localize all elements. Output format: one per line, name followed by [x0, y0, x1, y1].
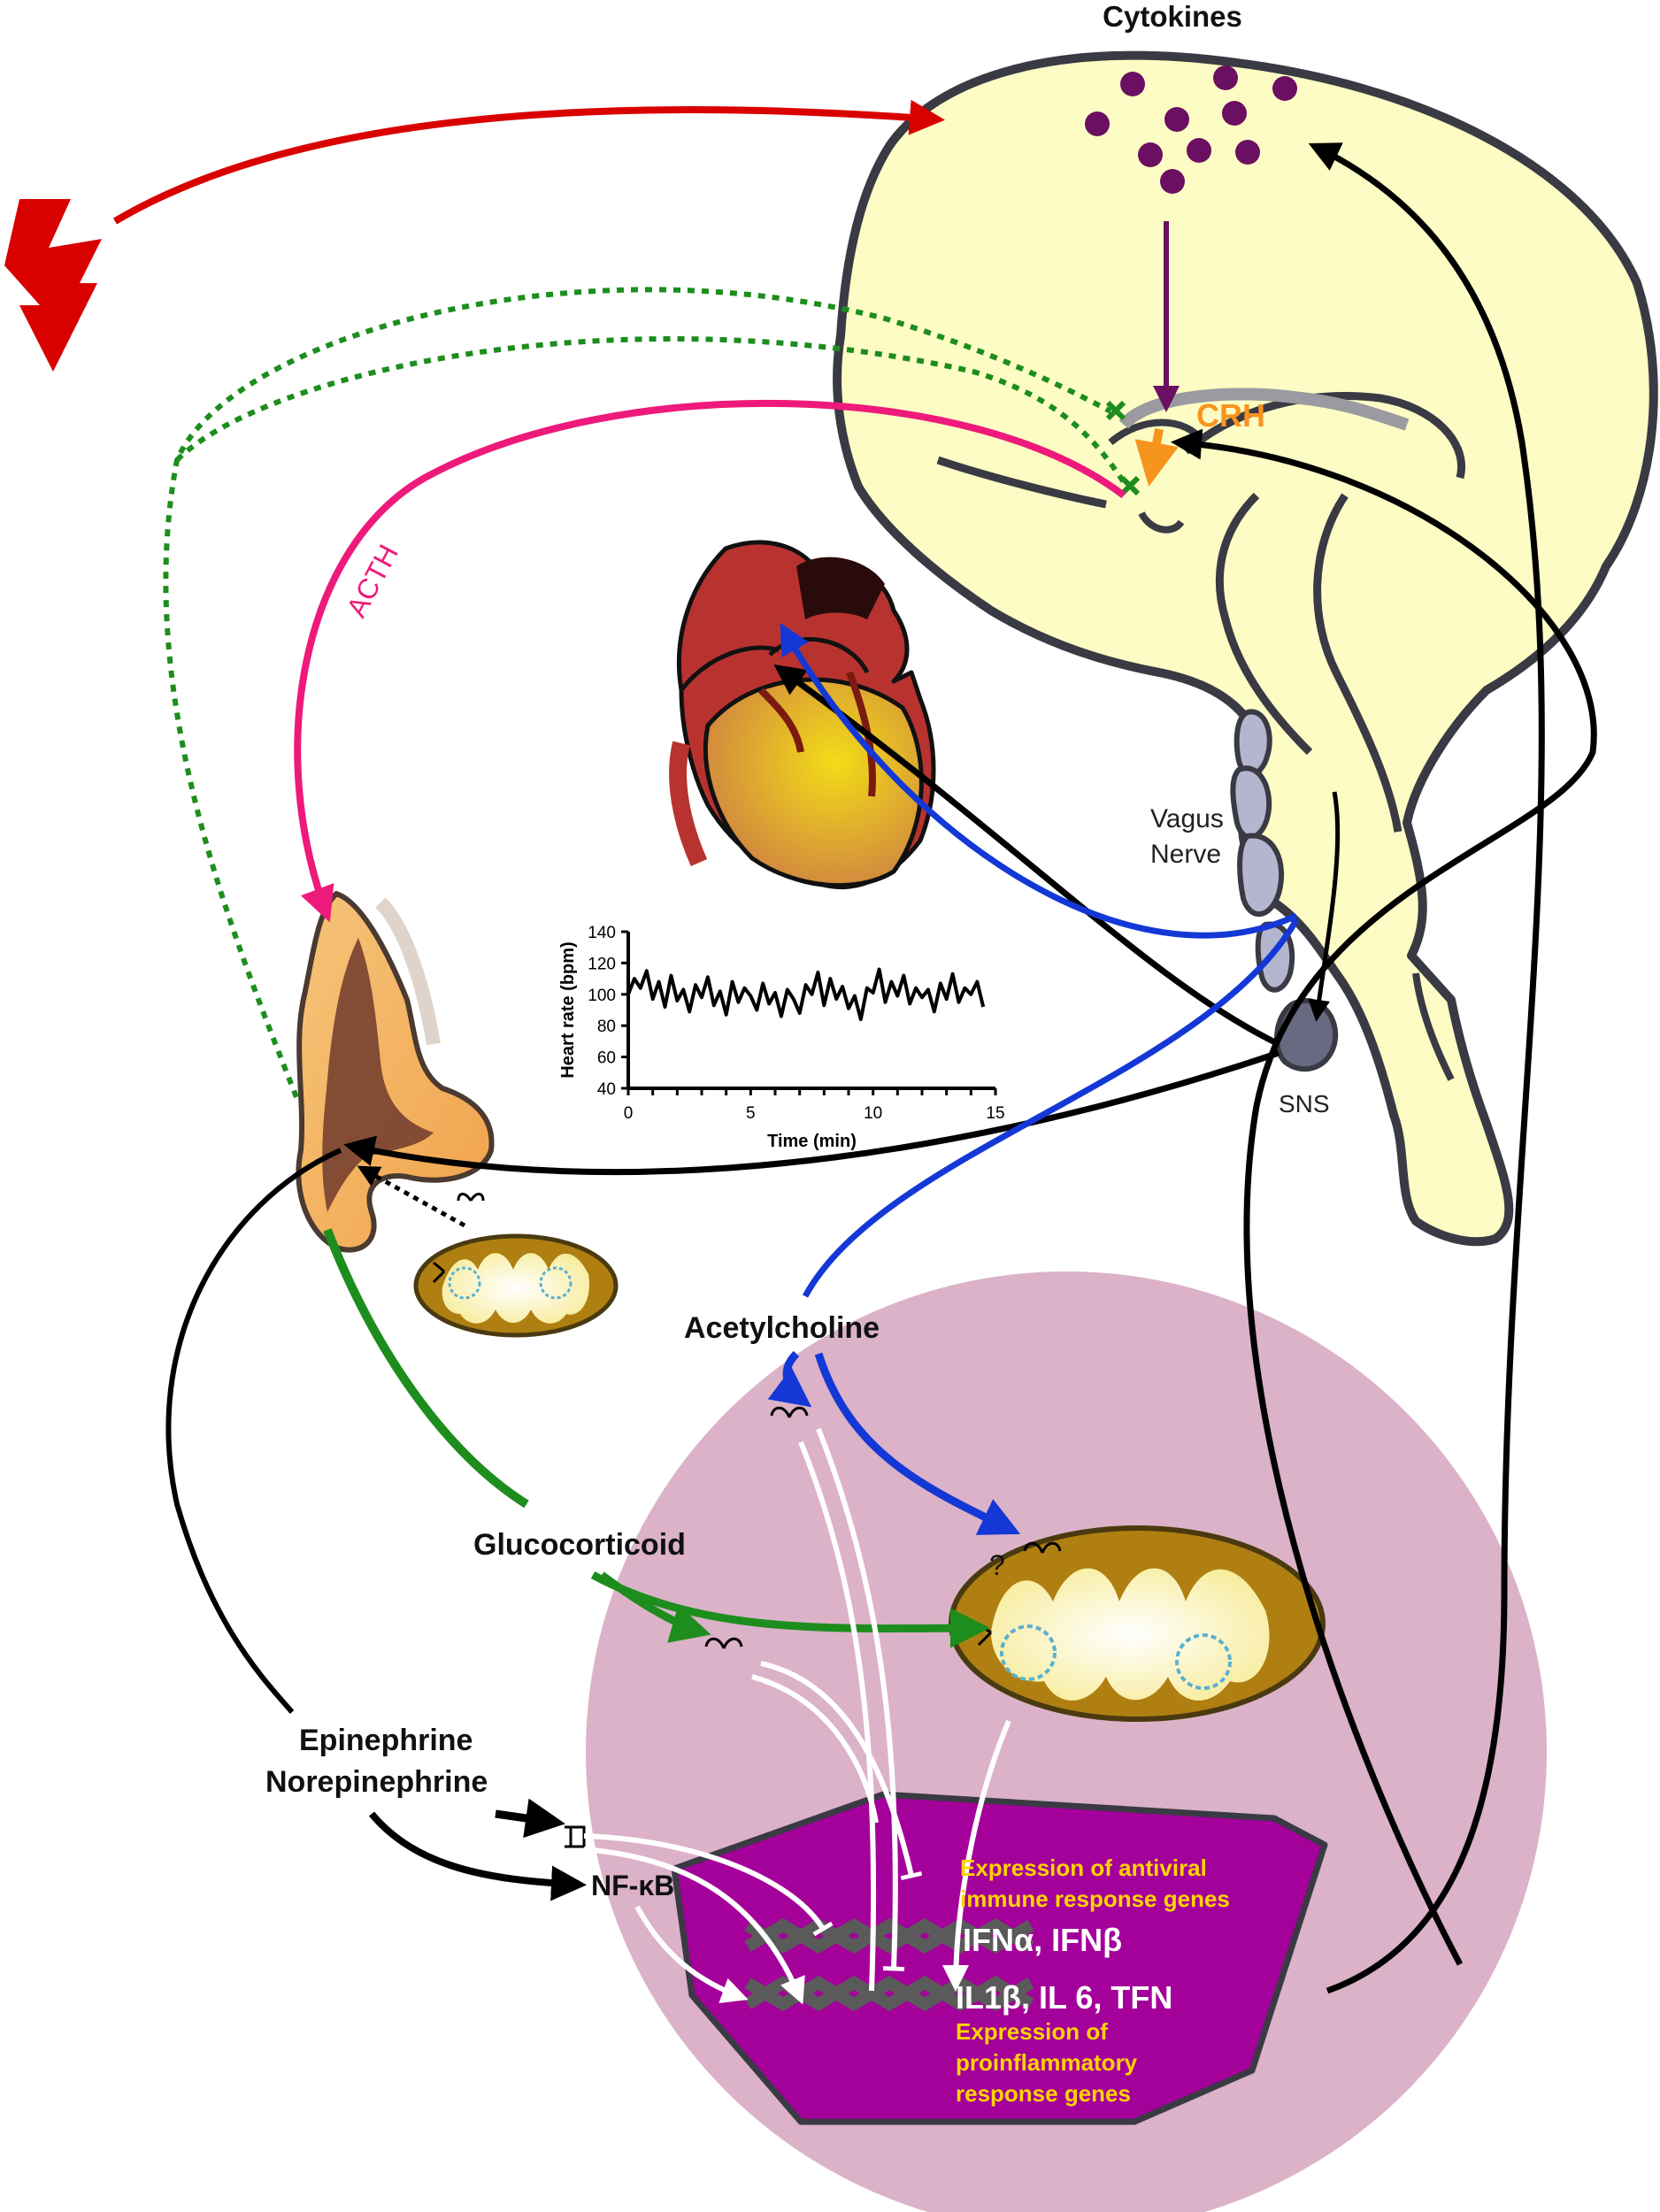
y-tick-label: 140 [588, 924, 616, 942]
vagal-to-receptor-arrow [767, 1350, 812, 1408]
antiviral-text-2: immune response genes [960, 1886, 1230, 1912]
large-mitochondrion [949, 1525, 1326, 1722]
y-tick-label: 40 [597, 1080, 616, 1099]
y-tick-label: 80 [597, 1018, 616, 1036]
adrenal-to-epinephrine-arrow [165, 1148, 342, 1714]
stress-arrow [112, 99, 945, 225]
y-axis-label: Heart rate (bpm) [558, 941, 578, 1078]
nfkb-label: NF-κB [591, 1870, 674, 1901]
sns-label: SNS [1279, 1090, 1330, 1118]
lightning-bolt-icon [4, 199, 102, 372]
y-tick-label: 120 [588, 955, 616, 973]
cytokine-dots [1085, 65, 1297, 194]
adrenal-to-glucocorticoid-arrow [323, 1228, 529, 1509]
vagus-label-2: Nerve [1150, 840, 1221, 869]
il-text: IL1β, IL 6, TFN [956, 1979, 1172, 2016]
x-tick-label: 5 [746, 1104, 756, 1123]
question-mark: ? [989, 1549, 1005, 1581]
proinflam-text-2: proinflammatory [956, 2049, 1138, 2076]
white-signaling [583, 1427, 1011, 2005]
y-tick-label: 60 [597, 1049, 616, 1068]
x-tick-label: 10 [864, 1104, 882, 1123]
proinflam-text-1: Expression of [956, 2018, 1108, 2045]
sns-to-heart-arrow [773, 664, 1280, 1048]
acetylcholine-label: Acetylcholine [684, 1311, 880, 1345]
nucleus-to-crh-arrow [1171, 428, 1597, 1966]
y-tick-label: 100 [588, 987, 616, 1005]
nucleus [671, 1791, 1328, 2125]
feedback-blockers [1105, 400, 1141, 496]
vagal-to-heart-arrow [780, 622, 1298, 939]
glucocorticoid-feedback-2 [174, 335, 1126, 484]
x-tick-label: 15 [986, 1104, 1004, 1123]
epinephrine-to-nfkb-arrow [368, 1811, 587, 1901]
cytokines-label: Cytokines [1103, 0, 1242, 33]
vagus-label-1: Vagus [1150, 804, 1224, 833]
epinephrine-label: Epinephrine [299, 1724, 473, 1757]
heart-rate-series-line [626, 967, 986, 1022]
norepinephrine-label: Norepinephrine [265, 1765, 488, 1799]
crh-arrow [1134, 428, 1179, 487]
vagal-to-mito-arrow [814, 1352, 1021, 1535]
sns-to-adrenal-arrow [343, 1049, 1280, 1176]
glucocorticoid-to-mito-arrow [590, 1571, 990, 1648]
sns-ganglion [1273, 998, 1339, 1072]
heart [669, 540, 936, 890]
x-axis-label: Time (min) [767, 1132, 857, 1151]
proinflam-text-3: response genes [956, 2080, 1131, 2107]
ifn-text: IFNα, IFNβ [963, 1922, 1122, 1958]
nucleus-to-cytokines-arrow [1308, 142, 1545, 1994]
x-tick-label: 0 [624, 1104, 634, 1123]
glucocorticoid-label: Glucocorticoid [473, 1528, 686, 1562]
small-mitochondrion [413, 1193, 619, 1338]
crh-label: CRH [1196, 397, 1265, 434]
antiviral-text-1: Expression of antiviral [960, 1855, 1207, 1881]
adrenal-gland [296, 891, 495, 1253]
vagal-to-cell-arrow [802, 918, 1300, 1298]
acth-arrow [294, 399, 1126, 923]
epinephrine-to-receptor-arrow [495, 1798, 565, 1839]
vagus-to-sns-arrow [1308, 791, 1341, 1022]
mito-to-adrenal-arrow [357, 1165, 466, 1228]
